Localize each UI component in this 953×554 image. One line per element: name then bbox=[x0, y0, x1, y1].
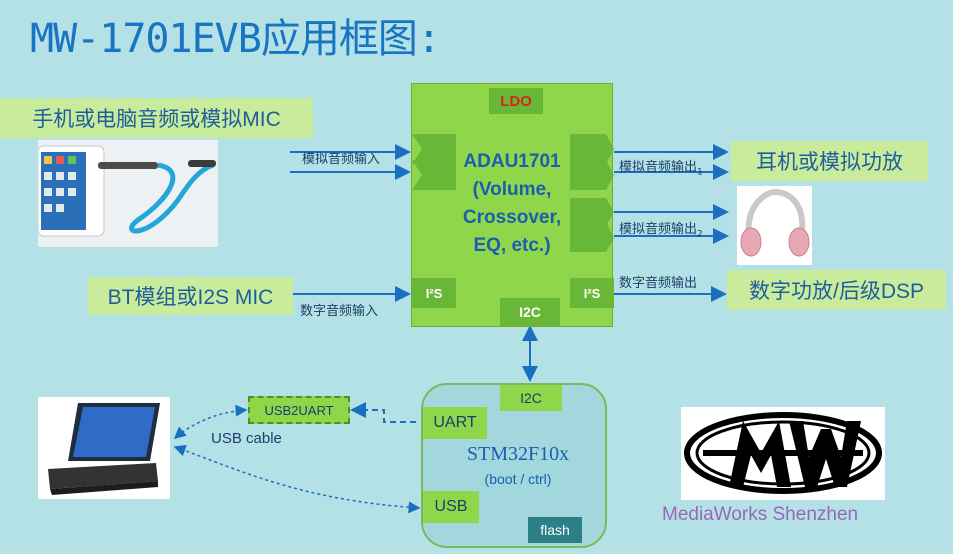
adau-name-line-1: ADAU1701 bbox=[463, 151, 561, 172]
adau-name: ADAU1701 (Volume, Crossover, EQ, etc.) bbox=[452, 148, 572, 260]
adau-i2c-port: I2C bbox=[500, 298, 560, 326]
analog-out2-label: 模拟音频输出2 bbox=[619, 218, 703, 240]
headphone-label: 耳机或模拟功放 bbox=[731, 141, 928, 181]
usb2uart-cable bbox=[173, 404, 248, 439]
stm-uart-port: UART bbox=[423, 407, 487, 439]
flash-block: flash bbox=[528, 517, 582, 543]
analog-out1-label: 模拟音频输出1 bbox=[619, 156, 703, 178]
adau1701-chip: LDO ADAU1701 (Volume, Crossover, EQ, etc… bbox=[411, 83, 614, 327]
digital-in-label: 数字音频输入 bbox=[300, 304, 379, 319]
adau-port-shapes bbox=[412, 134, 614, 252]
laptop-icon bbox=[38, 397, 170, 499]
bt-label: BT模组或I2S MIC bbox=[88, 277, 293, 315]
adau-name-line-4: EQ, etc.) bbox=[473, 235, 551, 256]
ldo-block: LDO bbox=[489, 88, 543, 114]
stm32-chip: I2C UART STM32F10x (boot / ctrl) USB fla… bbox=[421, 383, 607, 548]
mw-logo-icon bbox=[681, 407, 885, 500]
adau-name-line-2: (Volume, bbox=[472, 179, 552, 200]
analog-out2-sub: 2 bbox=[697, 229, 703, 240]
analog-input-arrows bbox=[290, 144, 411, 180]
source-label: 手机或电脑音频或模拟MIC bbox=[0, 98, 313, 138]
analog-output-arrows bbox=[614, 144, 729, 244]
brand-name: MediaWorks Shenzhen bbox=[662, 504, 859, 525]
digital-out-label: 数字音频输出 bbox=[619, 276, 698, 291]
adau-name-line-3: Crossover, bbox=[462, 207, 562, 228]
stm-usb-port: USB bbox=[423, 491, 479, 523]
headphones-icon bbox=[737, 186, 812, 265]
analog-out2-text: 模拟音频输出 bbox=[619, 222, 698, 237]
i2s-left-port: I²S bbox=[412, 278, 456, 308]
digital-amp-label: 数字功放/后级DSP bbox=[727, 270, 946, 310]
uart-dashed-link bbox=[350, 402, 419, 423]
stm-name: STM32F10x bbox=[466, 443, 570, 465]
stm-sub: (boot / ctrl) bbox=[484, 471, 552, 487]
analog-out1-text: 模拟音频输出 bbox=[619, 160, 698, 175]
usb2uart-box: USB2UART bbox=[248, 396, 350, 424]
page-title: MW-1701EVB应用框图: bbox=[30, 16, 441, 62]
phone-jack-icon bbox=[37, 140, 218, 247]
stm-i2c-port: I2C bbox=[500, 385, 562, 411]
usb-cable-label: USB cable bbox=[211, 430, 282, 447]
analog-in-label: 模拟音频输入 bbox=[302, 152, 381, 167]
i2s-right-port: I²S bbox=[570, 278, 614, 308]
usb-cable-link bbox=[173, 444, 421, 514]
analog-out1-sub: 1 bbox=[697, 167, 703, 178]
